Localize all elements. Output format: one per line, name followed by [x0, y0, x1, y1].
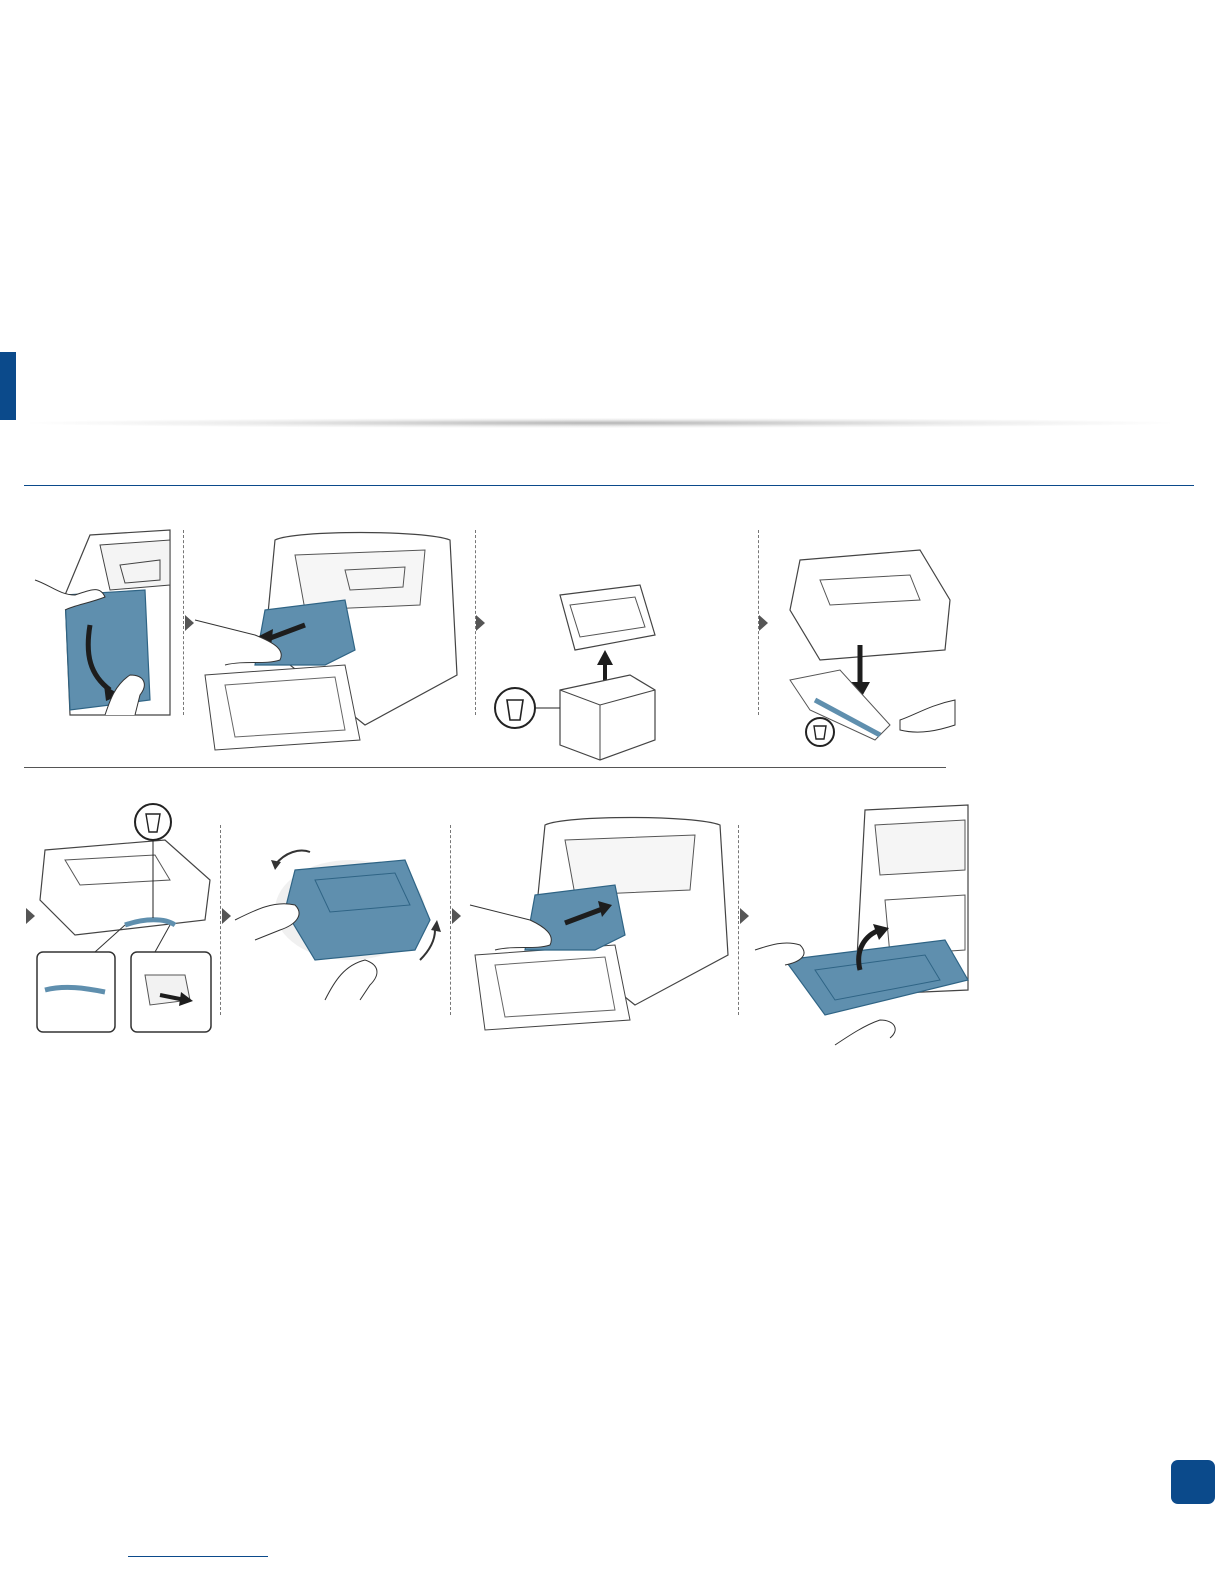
- step-1-open-front-cover: [30, 525, 175, 715]
- step-4-remove-packing-sheet: [780, 540, 955, 750]
- next-step-arrow-icon: [26, 908, 35, 924]
- step-divider: [738, 825, 739, 1015]
- step-2-pull-out-cartridge: [195, 525, 465, 750]
- step-divider: [220, 825, 221, 1015]
- header-divider-shadow: [30, 418, 1170, 428]
- next-step-arrow-icon: [185, 615, 194, 631]
- footer-link-underline[interactable]: [128, 1556, 268, 1557]
- next-step-arrow-icon: [759, 615, 768, 631]
- step-8-close-front-cover: [755, 800, 970, 1045]
- step-6-shake-cartridge: [235, 840, 445, 1000]
- step-divider: [183, 530, 184, 715]
- next-step-arrow-icon: [740, 908, 749, 924]
- next-step-arrow-icon: [476, 615, 485, 631]
- step-3-unpack-new-cartridge: [490, 565, 660, 760]
- section-rule: [24, 485, 1194, 486]
- step-7-insert-cartridge: [470, 805, 735, 1030]
- row-divider: [24, 767, 946, 768]
- step-5-pull-sealing-tape: [35, 800, 215, 1035]
- chapter-tab: [0, 352, 16, 420]
- next-step-arrow-icon: [452, 908, 461, 924]
- step-divider: [450, 825, 451, 1015]
- page-number-tab: [1171, 1460, 1215, 1504]
- next-step-arrow-icon: [222, 908, 231, 924]
